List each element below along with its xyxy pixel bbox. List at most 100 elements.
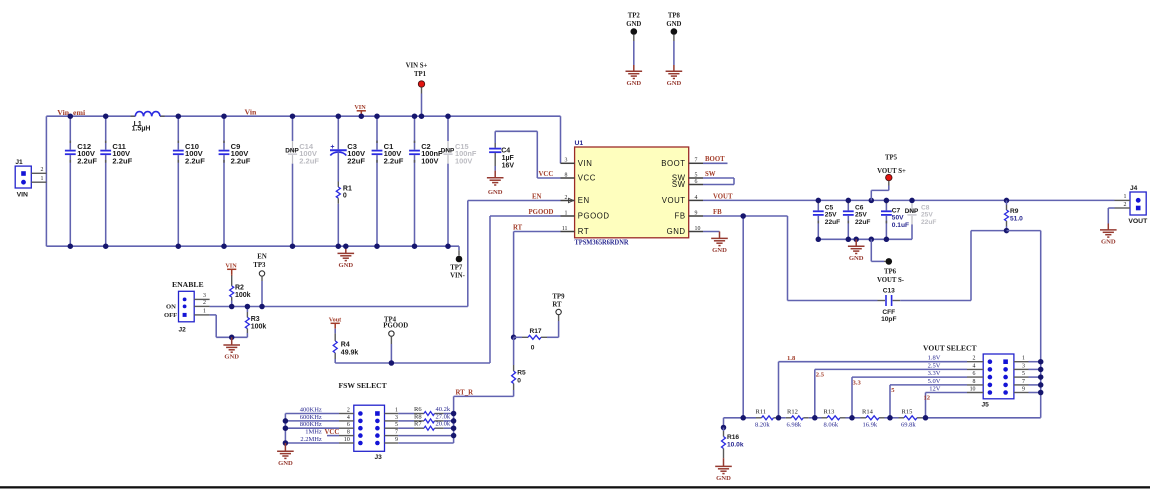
svg-text:C5: C5 bbox=[825, 204, 834, 211]
svg-text:C6: C6 bbox=[855, 204, 864, 211]
svg-text:2.2uF: 2.2uF bbox=[112, 156, 132, 165]
svg-text:9: 9 bbox=[695, 210, 698, 216]
svg-text:100V: 100V bbox=[299, 149, 318, 158]
svg-text:C15: C15 bbox=[455, 142, 469, 151]
svg-text:1: 1 bbox=[203, 309, 206, 315]
svg-text:R5: R5 bbox=[517, 369, 526, 376]
svg-text:R12: R12 bbox=[787, 409, 798, 416]
svg-text:5: 5 bbox=[1022, 371, 1025, 377]
svg-text:TP2: TP2 bbox=[628, 13, 641, 20]
svg-text:C10: C10 bbox=[185, 142, 199, 151]
svg-text:7: 7 bbox=[395, 430, 398, 436]
svg-text:EN: EN bbox=[257, 254, 267, 261]
svg-text:1: 1 bbox=[1124, 194, 1127, 200]
svg-text:69.8k: 69.8k bbox=[901, 421, 916, 428]
svg-text:C13: C13 bbox=[883, 288, 895, 295]
svg-text:VCC: VCC bbox=[539, 171, 554, 178]
svg-text:100V: 100V bbox=[384, 149, 403, 158]
svg-text:C9: C9 bbox=[231, 142, 241, 151]
svg-text:6.98k: 6.98k bbox=[787, 421, 802, 428]
svg-text:PGOOD: PGOOD bbox=[383, 323, 408, 330]
svg-text:1: 1 bbox=[1022, 356, 1025, 362]
svg-text:FB: FB bbox=[675, 212, 686, 221]
svg-text:TP5: TP5 bbox=[885, 155, 898, 162]
svg-text:22uF: 22uF bbox=[855, 219, 870, 226]
svg-text:GND: GND bbox=[626, 21, 641, 28]
svg-text:PGOOD: PGOOD bbox=[529, 209, 554, 216]
svg-text:PGOOD: PGOOD bbox=[578, 212, 610, 221]
svg-text:VIN: VIN bbox=[17, 192, 28, 199]
svg-text:2.2uF: 2.2uF bbox=[77, 156, 97, 165]
svg-text:GND: GND bbox=[338, 262, 353, 269]
svg-text:25V: 25V bbox=[855, 212, 867, 219]
svg-text:9: 9 bbox=[395, 437, 398, 443]
svg-text:C4: C4 bbox=[501, 148, 510, 155]
svg-text:GND: GND bbox=[667, 80, 682, 87]
svg-text:R2: R2 bbox=[235, 284, 244, 291]
svg-text:100V: 100V bbox=[231, 149, 250, 158]
svg-text:RT_R: RT_R bbox=[456, 389, 474, 396]
svg-text:400KHz: 400KHz bbox=[300, 407, 322, 414]
svg-text:100nF: 100nF bbox=[421, 149, 443, 158]
svg-text:OFF: OFF bbox=[164, 312, 177, 319]
svg-text:TP4: TP4 bbox=[384, 317, 397, 324]
svg-text:GND: GND bbox=[712, 247, 727, 254]
svg-text:100V: 100V bbox=[347, 149, 366, 158]
svg-text:800KHz: 800KHz bbox=[300, 421, 322, 428]
svg-text:20.0k: 20.0k bbox=[436, 421, 451, 428]
svg-text:R11: R11 bbox=[756, 409, 767, 416]
svg-text:RT: RT bbox=[552, 302, 562, 309]
svg-text:16.9k: 16.9k bbox=[863, 421, 878, 428]
svg-text:J5: J5 bbox=[982, 402, 990, 409]
svg-text:6: 6 bbox=[695, 179, 698, 185]
svg-text:1µF: 1µF bbox=[502, 155, 515, 162]
svg-text:VIN: VIN bbox=[578, 159, 593, 168]
svg-text:VIN S+: VIN S+ bbox=[406, 63, 428, 70]
svg-text:5.0V: 5.0V bbox=[928, 378, 941, 385]
svg-text:L1: L1 bbox=[134, 121, 142, 128]
svg-text:10: 10 bbox=[970, 387, 976, 393]
svg-text:3: 3 bbox=[1022, 363, 1025, 369]
svg-text:1.8: 1.8 bbox=[787, 355, 796, 362]
svg-text:VOUT S+: VOUT S+ bbox=[877, 168, 906, 175]
svg-text:VCC: VCC bbox=[325, 429, 340, 436]
svg-text:R4: R4 bbox=[341, 341, 350, 348]
svg-text:R16: R16 bbox=[727, 434, 739, 441]
svg-text:C14: C14 bbox=[299, 142, 314, 151]
svg-text:ENABLE: ENABLE bbox=[172, 280, 204, 289]
svg-text:4: 4 bbox=[347, 415, 350, 421]
svg-text:J3: J3 bbox=[375, 454, 383, 461]
svg-text:VIN: VIN bbox=[225, 263, 237, 270]
svg-text:TP1: TP1 bbox=[414, 71, 427, 78]
svg-text:R7: R7 bbox=[414, 421, 422, 428]
svg-text:8.20k: 8.20k bbox=[755, 421, 770, 428]
svg-text:C7: C7 bbox=[892, 207, 901, 214]
svg-text:27.0k: 27.0k bbox=[436, 413, 451, 420]
svg-text:2.5V: 2.5V bbox=[928, 362, 941, 369]
svg-text:TP7: TP7 bbox=[450, 265, 463, 272]
svg-text:GND: GND bbox=[224, 354, 239, 361]
svg-text:2.2MHz: 2.2MHz bbox=[300, 436, 322, 443]
svg-text:TP9: TP9 bbox=[552, 293, 565, 300]
svg-text:10: 10 bbox=[344, 437, 350, 443]
svg-text:7: 7 bbox=[1022, 379, 1025, 385]
svg-text:10: 10 bbox=[695, 226, 701, 232]
svg-text:EN: EN bbox=[578, 196, 590, 205]
svg-text:VIN: VIN bbox=[354, 104, 366, 111]
svg-text:4: 4 bbox=[695, 195, 698, 201]
svg-text:2: 2 bbox=[973, 356, 976, 362]
svg-text:SW: SW bbox=[672, 180, 686, 189]
svg-text:9: 9 bbox=[1022, 387, 1025, 393]
svg-text:GND: GND bbox=[849, 255, 864, 262]
svg-text:6: 6 bbox=[347, 422, 350, 428]
svg-text:VOUT: VOUT bbox=[662, 196, 686, 205]
svg-text:12V: 12V bbox=[929, 386, 941, 393]
svg-text:VCC: VCC bbox=[578, 174, 596, 183]
svg-text:1.8V: 1.8V bbox=[928, 355, 941, 362]
svg-text:7: 7 bbox=[695, 158, 698, 164]
svg-text:1: 1 bbox=[41, 176, 44, 182]
svg-text:R1: R1 bbox=[343, 185, 352, 192]
svg-text:8: 8 bbox=[565, 172, 568, 178]
svg-text:100nF: 100nF bbox=[455, 149, 477, 158]
svg-text:C12: C12 bbox=[77, 142, 91, 151]
